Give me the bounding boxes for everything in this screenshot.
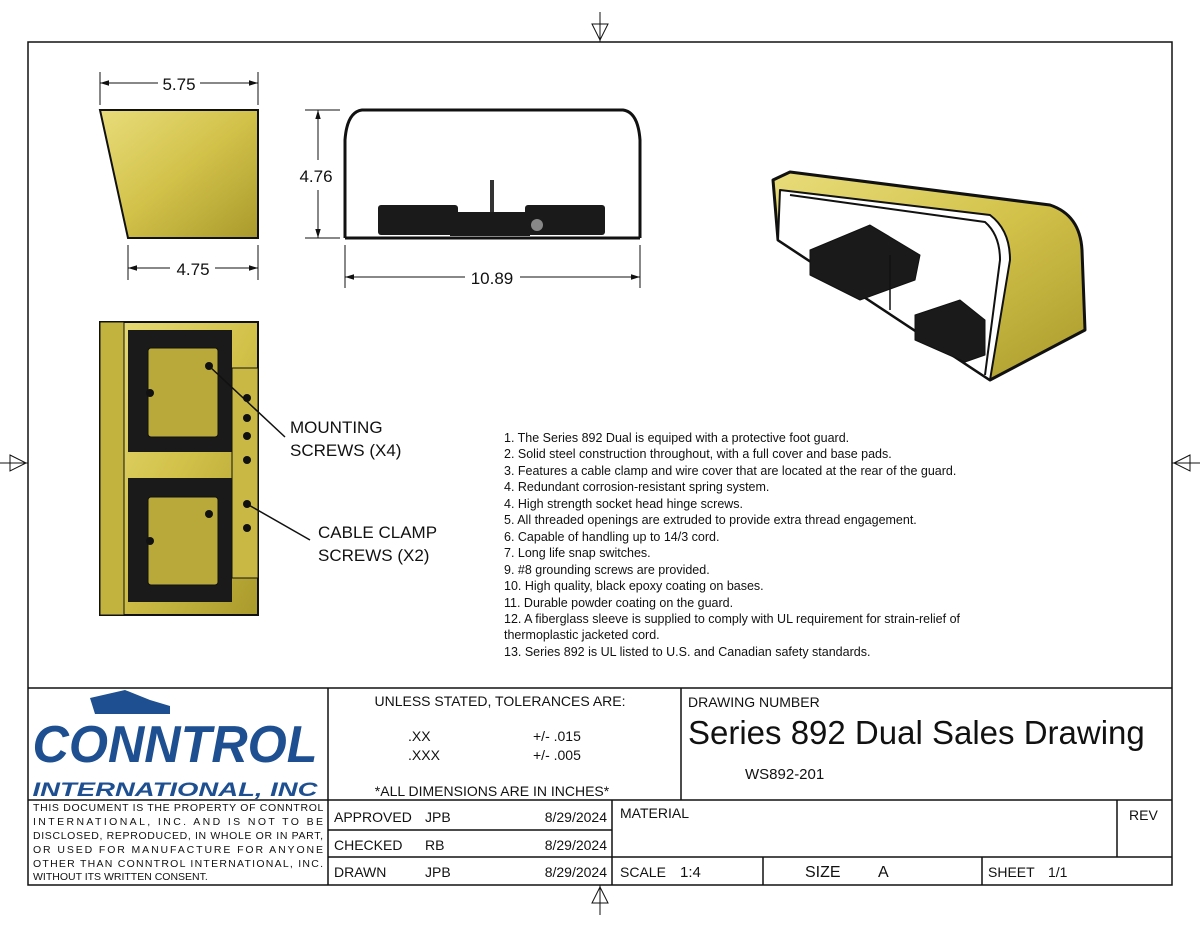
svg-text:8/29/2024: 8/29/2024 bbox=[545, 864, 607, 880]
tolerance-xx-value: +/- .015 bbox=[533, 728, 581, 744]
tolerances-heading: UNLESS STATED, TOLERANCES ARE: bbox=[374, 693, 625, 709]
conntrol-logo: CONNTROL INTERNATIONAL, INC bbox=[33, 690, 318, 801]
side-view: 5.75 4.75 bbox=[98, 72, 259, 280]
scale-label: SCALE bbox=[620, 864, 666, 880]
tolerance-xxx-value: +/- .005 bbox=[533, 747, 581, 763]
drawing-number-label: DRAWING NUMBER bbox=[688, 694, 820, 710]
property-notice: THIS DOCUMENT IS THE PROPERTY OF CONNTRO… bbox=[33, 802, 328, 883]
svg-text:CHECKED: CHECKED bbox=[334, 837, 402, 853]
size-label: SIZE bbox=[805, 864, 841, 881]
sheet-value: 1/1 bbox=[1048, 864, 1068, 880]
svg-text:APPROVED: APPROVED bbox=[334, 809, 412, 825]
top-view: MOUNTING SCREWS (X4) CABLE CLAMP SCREWS … bbox=[99, 321, 441, 616]
svg-text:RB: RB bbox=[425, 837, 444, 853]
drawing-title: Series 892 Dual Sales Drawing bbox=[688, 714, 1145, 751]
callout-cable-clamp-screws: CABLE CLAMP SCREWS (X2) bbox=[318, 523, 441, 565]
sheet-label: SHEET bbox=[988, 864, 1035, 880]
svg-text:CONNTROL: CONNTROL bbox=[33, 716, 318, 774]
dimension-side-top: 5.75 bbox=[162, 75, 195, 94]
svg-text:JPB: JPB bbox=[425, 809, 451, 825]
notes-list: 1. The Series 892 Dual is equiped with a… bbox=[504, 431, 963, 659]
front-view: 4.76 10.89 bbox=[299, 108, 642, 288]
size-value: A bbox=[878, 864, 889, 881]
dimension-side-bottom: 4.75 bbox=[176, 260, 209, 279]
svg-text:8/29/2024: 8/29/2024 bbox=[545, 837, 607, 853]
tolerance-xxx-format: .XXX bbox=[408, 747, 441, 763]
approvals-table: APPROVED JPB 8/29/2024 CHECKED RB 8/29/2… bbox=[334, 809, 607, 880]
tolerance-xx-format: .XX bbox=[408, 728, 431, 744]
drawing-number: WS892-201 bbox=[745, 766, 824, 783]
svg-text:8/29/2024: 8/29/2024 bbox=[545, 809, 607, 825]
svg-text:JPB: JPB bbox=[425, 864, 451, 880]
dimension-front-height: 4.76 bbox=[299, 167, 332, 186]
svg-text:DRAWN: DRAWN bbox=[334, 864, 386, 880]
rev-label: REV bbox=[1129, 807, 1158, 823]
svg-text:INTERNATIONAL, INC: INTERNATIONAL, INC bbox=[33, 780, 318, 801]
callout-mounting-screws: MOUNTING SCREWS (X4) bbox=[290, 418, 401, 460]
isometric-view bbox=[771, 170, 1087, 382]
center-marks bbox=[0, 12, 1200, 915]
title-block-grid bbox=[28, 687, 1172, 885]
units-note: *ALL DIMENSIONS ARE IN INCHES* bbox=[375, 783, 610, 799]
material-label: MATERIAL bbox=[620, 805, 689, 821]
scale-value: 1:4 bbox=[680, 864, 701, 881]
dimension-front-width: 10.89 bbox=[471, 269, 514, 288]
